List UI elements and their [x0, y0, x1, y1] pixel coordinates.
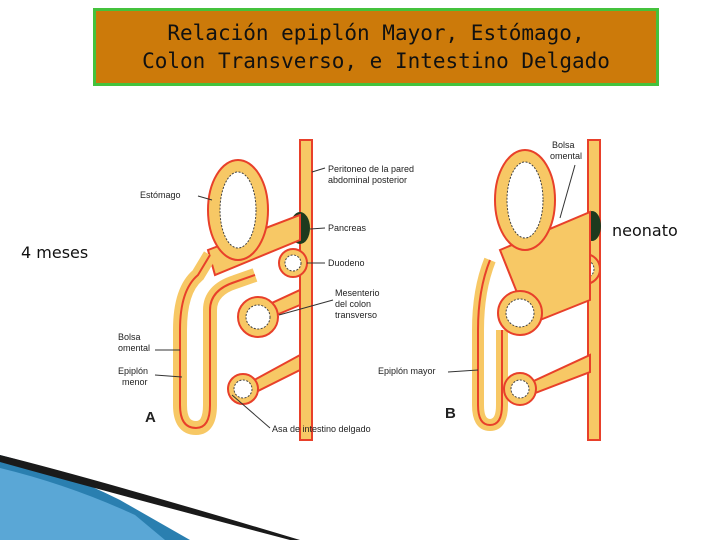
decorative-swoosh	[0, 455, 300, 540]
label-estomago: Estómago	[140, 190, 181, 200]
label-mesenterio-2: del colon	[335, 299, 371, 309]
panel-a-illustration	[173, 139, 313, 441]
label-mesenterio-1: Mesenterio	[335, 288, 380, 298]
leader-lines-a	[154, 167, 334, 429]
label-bolsa-omental-b-1: Bolsa	[552, 140, 575, 150]
label-asa-intestino: Asa de intestino delgado	[272, 424, 371, 434]
label-pancreas: Pancreas	[328, 223, 367, 233]
label-mesenterio-3: transverso	[335, 310, 377, 320]
label-bolsa-omental-a-1: Bolsa	[118, 332, 141, 342]
label-peritoneo-2: abdominal posterior	[328, 175, 407, 185]
label-peritoneo-1: Peritoneo de la pared	[328, 164, 414, 174]
leader-lines-b	[447, 164, 576, 373]
label-epiplon-menor-1: Epiplón	[118, 366, 148, 376]
label-duodeno: Duodeno	[328, 258, 365, 268]
title-line-2: Colon Transverso, e Intestino Delgado	[142, 49, 610, 73]
label-bolsa-omental-b-2: omental	[550, 151, 582, 161]
panel-b-illustration	[472, 139, 601, 441]
label-epiplon-mayor: Epiplón mayor	[378, 366, 436, 376]
label-epiplon-menor-2: menor	[122, 377, 148, 387]
age-label-neonato: neonato	[612, 221, 678, 240]
panel-letter-b: B	[445, 405, 456, 422]
panel-letter-a: A	[145, 409, 156, 426]
title-box: Relación epiplón Mayor, Estómago, Colon …	[93, 8, 659, 86]
label-bolsa-omental-a-2: omental	[118, 343, 150, 353]
age-label-4-meses: 4 meses	[21, 243, 89, 262]
title-line-1: Relación epiplón Mayor, Estómago,	[167, 21, 585, 45]
